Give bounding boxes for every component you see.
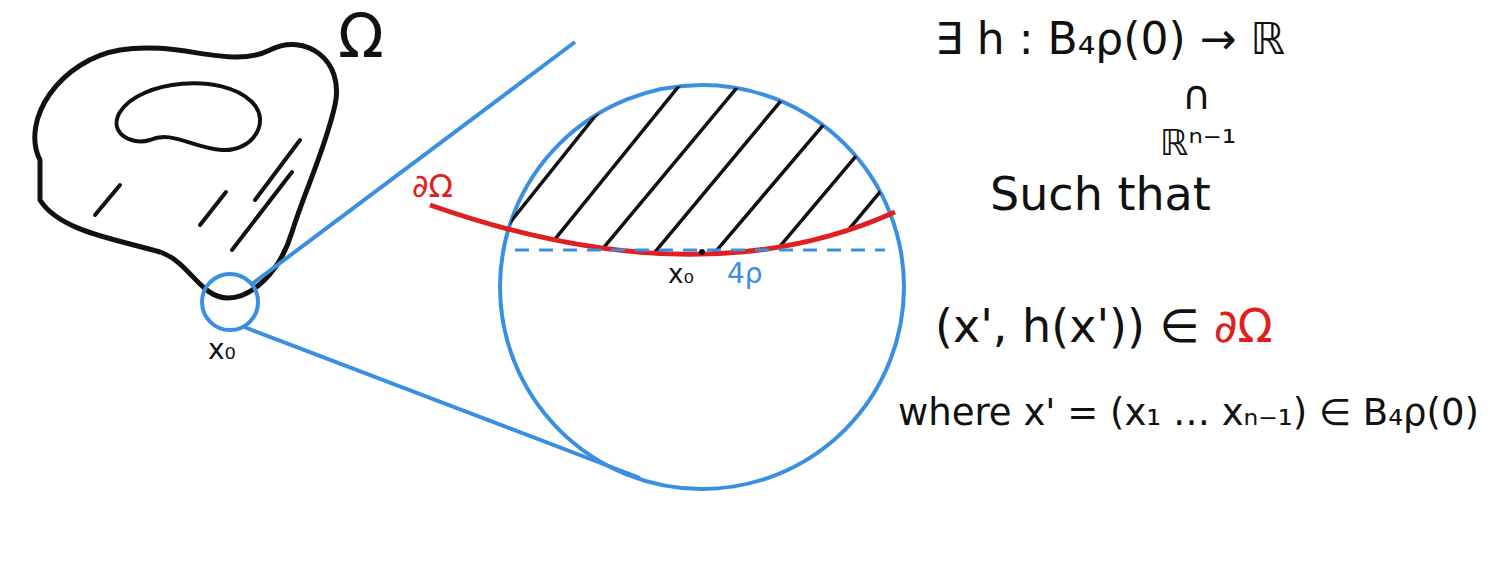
domain-name: Ω [338,2,384,71]
domain-outline [35,44,337,298]
boundary-label: ∂Ω [1214,300,1273,353]
boundary-curve [430,205,895,254]
point-label: x₀ [208,334,236,366]
domain-hole [117,83,260,150]
subset-symbol: ∩ [1182,72,1211,118]
zoom-marker [202,274,258,330]
point-label: x₀ [668,260,694,290]
statement-line: (x', h(x')) ∈ [935,300,1200,353]
domain-hatching [95,140,300,250]
statement-line: Such that [990,168,1211,221]
space-label: ℝⁿ⁻¹ [1160,122,1236,163]
statement-line: ∃ h : B₄ρ(0) → ℝ [935,14,1285,65]
zoom-line [244,327,640,478]
boundary-label: ∂Ω [412,168,453,205]
radius-label: 4ρ [724,258,766,290]
zoom-circle [500,85,904,489]
statement-line: where x' = (x₁ … xₙ₋₁) ∈ B₄ρ(0) [898,392,1479,435]
zoom-line [252,42,575,284]
center-dot [699,249,705,255]
